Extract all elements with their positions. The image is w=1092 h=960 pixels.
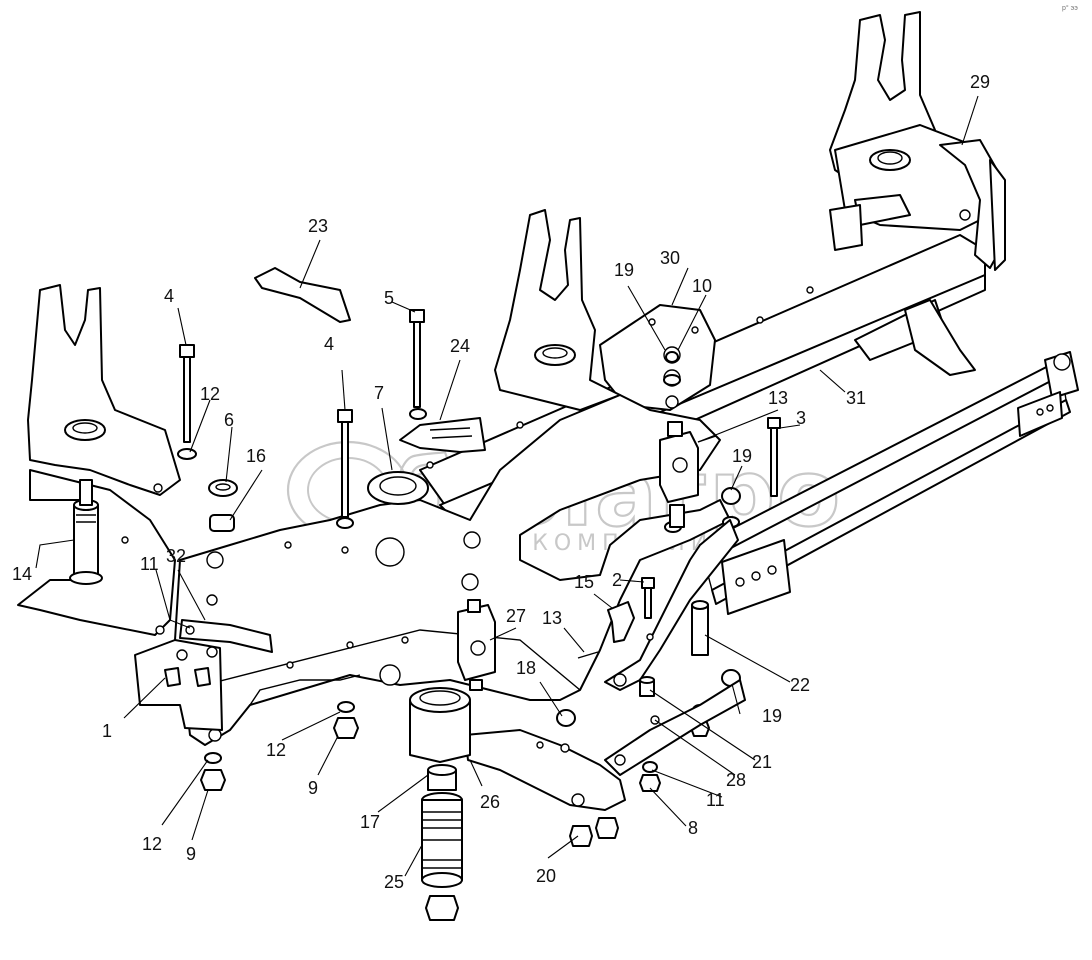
callout-32: 32: [166, 546, 186, 566]
part-15-latch: [577, 601, 635, 659]
callout-6: 6: [224, 410, 234, 430]
bolt-2: [641, 577, 655, 619]
callout-23: 23: [308, 216, 328, 236]
callout-8: 8: [688, 818, 698, 838]
callout-25: 25: [384, 872, 404, 892]
corner-mark: р° ээ: [1062, 4, 1078, 12]
callout-19-middle: 19: [732, 446, 752, 466]
callout-3: 3: [796, 408, 806, 428]
callout-1: 1: [102, 721, 112, 741]
callout-31: 31: [846, 388, 866, 408]
callout-labels: 1 2 3 4 4 5 6 7 8 9 9 10 11 11 12 12 12 …: [12, 72, 990, 892]
callout-11-right: 11: [706, 790, 725, 810]
middle-upright: [494, 209, 621, 411]
callout-29: 29: [970, 72, 990, 92]
callout-11-left: 11: [140, 554, 159, 574]
bolt-3: [767, 417, 781, 497]
callout-12-center: 12: [266, 740, 286, 760]
callout-26: 26: [480, 792, 500, 812]
callout-20: 20: [536, 866, 556, 886]
callout-13-lower: 13: [542, 608, 562, 628]
part-17-bushing: [427, 764, 457, 791]
callout-10: 10: [692, 276, 712, 296]
leader-lines: [35, 95, 979, 877]
part-26-arm: [409, 687, 626, 811]
callout-24: 24: [450, 336, 470, 356]
part-27-block: [457, 599, 496, 691]
part-22-shaft: [691, 600, 709, 656]
callout-4-left: 4: [164, 286, 174, 306]
callout-27: 27: [506, 606, 526, 626]
callout-19-lower: 19: [762, 706, 782, 726]
part-21-sleeve: [639, 676, 655, 697]
callout-5: 5: [384, 288, 394, 308]
callout-18: 18: [516, 658, 536, 678]
callout-12-top: 12: [200, 384, 220, 404]
drawbar: [699, 351, 1079, 615]
callout-9-left: 9: [186, 844, 196, 864]
callout-16: 16: [246, 446, 266, 466]
callout-14: 14: [12, 564, 32, 584]
callout-30: 30: [660, 248, 680, 268]
upper-block: [659, 421, 717, 528]
bolt-4-center: [337, 409, 353, 518]
part-1-bracket: [134, 619, 273, 731]
part-14-pin: [69, 479, 103, 585]
callout-17: 17: [360, 812, 380, 832]
callout-12-left: 12: [142, 834, 162, 854]
callout-15: 15: [574, 572, 594, 592]
washers-and-nuts: [177, 351, 741, 847]
center-plate: [599, 304, 716, 411]
part-28-arm: [604, 519, 746, 776]
part-7-ring: [367, 471, 429, 505]
part-24-plate: [399, 417, 486, 453]
callout-9-center: 9: [308, 778, 318, 798]
bolt-5: [409, 309, 425, 408]
right-bracket: [829, 11, 1006, 271]
callout-19-top: 19: [614, 260, 634, 280]
callout-7: 7: [374, 383, 384, 403]
callout-22: 22: [790, 675, 810, 695]
callout-4-center: 4: [324, 334, 334, 354]
callout-13-upper: 13: [768, 388, 788, 408]
part-23-gusset: [254, 267, 351, 323]
bolt-4-left: [179, 344, 195, 443]
part-25-bearing: [421, 792, 463, 921]
callout-21: 21: [752, 752, 772, 772]
callout-2: 2: [612, 570, 622, 590]
callout-28: 28: [726, 770, 746, 790]
main-frame: [174, 394, 731, 746]
